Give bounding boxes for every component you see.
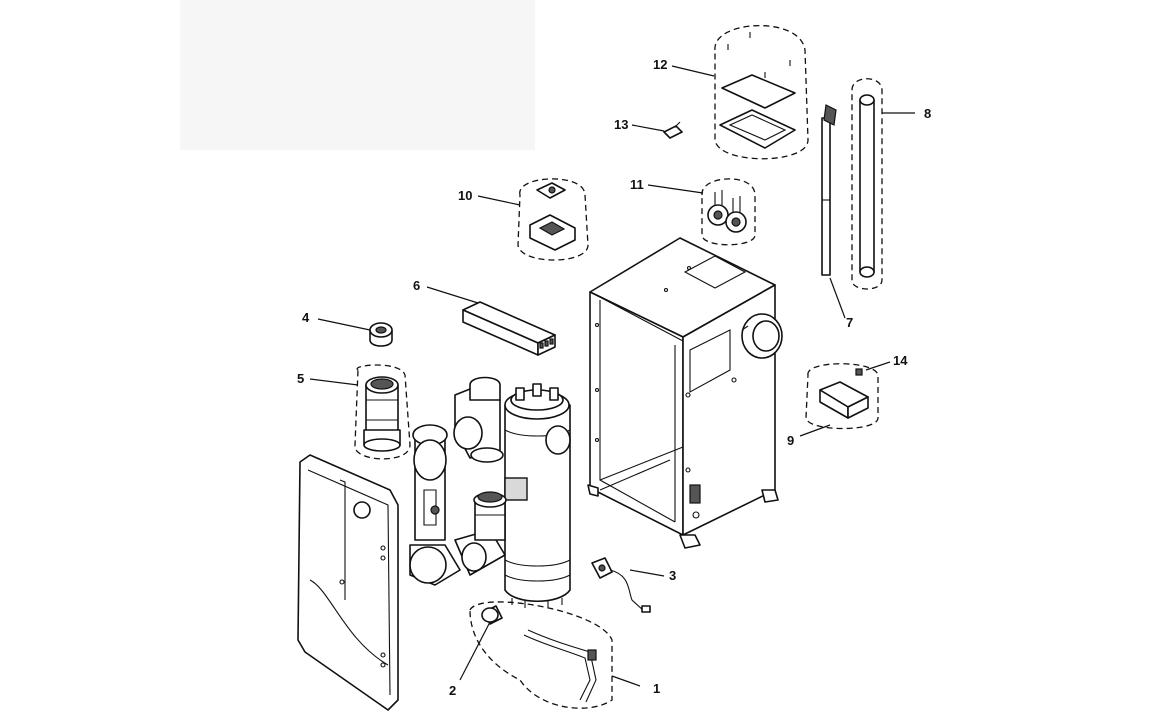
rod-part — [821, 104, 837, 276]
tube-group — [851, 78, 883, 290]
control-board-group — [517, 178, 589, 261]
callout-13: 13 — [614, 117, 629, 132]
ring-part — [369, 322, 393, 347]
side-panel — [297, 454, 399, 711]
leader-lines — [309, 65, 915, 687]
callout-9: 9 — [787, 433, 795, 448]
tubing-fitting-group — [469, 601, 613, 709]
callout-11: 11 — [630, 177, 644, 192]
callout-7: 7 — [846, 315, 854, 330]
cabinet-housing — [587, 237, 783, 549]
callout-3: 3 — [669, 568, 677, 583]
background-panel — [180, 0, 535, 150]
small-sensor — [663, 121, 683, 139]
power-supply-box — [462, 301, 556, 356]
callout-14: 14 — [893, 353, 908, 368]
valve-group — [701, 178, 756, 246]
callout-12: 12 — [653, 57, 668, 72]
callout-10: 10 — [458, 188, 473, 203]
cable-sensor — [591, 557, 651, 613]
union-fitting-group — [354, 364, 411, 460]
cell-assembly — [409, 376, 571, 608]
callout-1: 1 — [653, 681, 661, 696]
callout-5: 5 — [297, 371, 305, 386]
module-group — [805, 363, 879, 430]
callout-6: 6 — [413, 278, 421, 293]
callout-2: 2 — [449, 683, 457, 698]
callout-8: 8 — [924, 106, 932, 121]
cover-plate-group — [714, 24, 809, 160]
callout-4: 4 — [302, 310, 310, 325]
